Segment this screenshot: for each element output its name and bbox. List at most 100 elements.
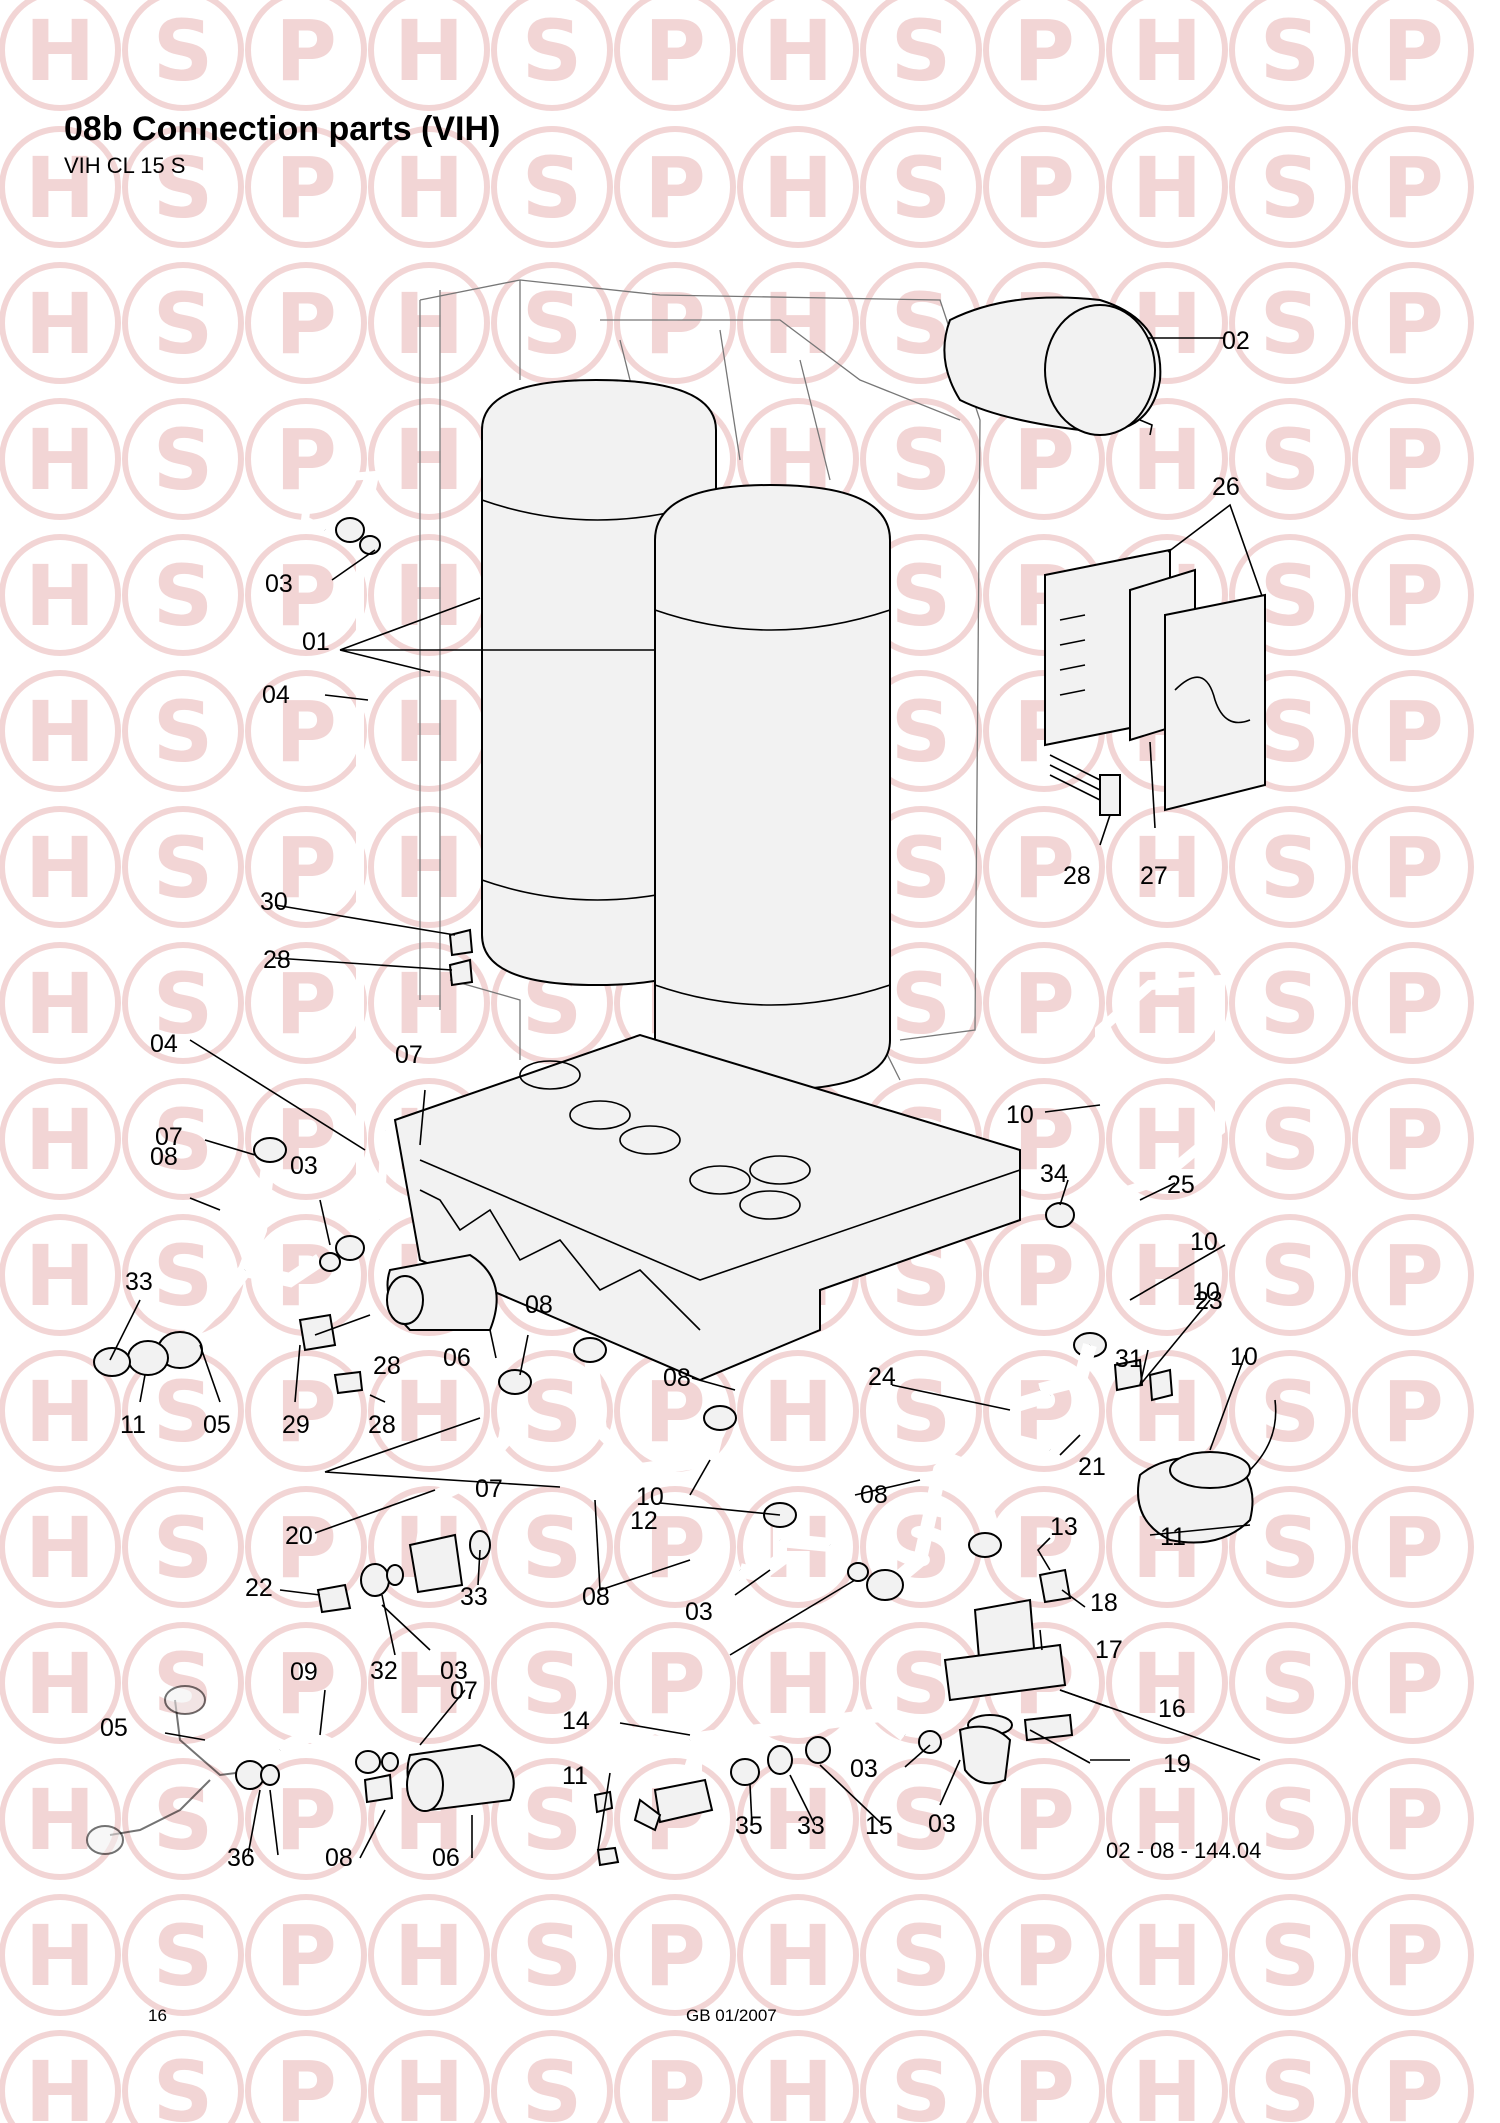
watermark-circle bbox=[122, 126, 244, 248]
watermark-circle bbox=[122, 262, 244, 384]
watermark-letter: H bbox=[1132, 1635, 1202, 1733]
watermark-letter: P bbox=[644, 2, 706, 100]
watermark-letter: H bbox=[25, 411, 95, 509]
watermark-letter: S bbox=[522, 1907, 583, 2005]
watermark-circle bbox=[1352, 126, 1474, 248]
watermark-circle bbox=[0, 126, 121, 248]
callout-label: 03 bbox=[685, 1598, 713, 1626]
watermark-letter: S bbox=[1260, 1363, 1321, 1461]
watermark-letter: H bbox=[1132, 1771, 1202, 1869]
watermark-letter: H bbox=[25, 683, 95, 781]
watermark-circle bbox=[983, 1894, 1105, 2016]
watermark-circle bbox=[1229, 1078, 1351, 1200]
watermark-letter: H bbox=[394, 683, 464, 781]
watermark-letter: P bbox=[1382, 411, 1444, 509]
watermark-circle bbox=[1352, 942, 1474, 1064]
watermark-circle bbox=[122, 670, 244, 792]
callout-label: 10 bbox=[1230, 1343, 1258, 1371]
watermark-letter: S bbox=[891, 819, 952, 917]
callout-label: 31 bbox=[1115, 1345, 1143, 1373]
watermark-circle bbox=[368, 126, 490, 248]
callout-label: 15 bbox=[865, 1812, 893, 1840]
watermark-letter: S bbox=[522, 2, 583, 100]
watermark-circle bbox=[614, 2030, 736, 2123]
middle-connection-parts bbox=[316, 1337, 869, 1614]
watermark-letter: H bbox=[1132, 955, 1202, 1053]
page-title: 08b Connection parts (VIH) bbox=[64, 110, 501, 148]
watermark-letter: H bbox=[763, 1771, 833, 1869]
callout-label: 12 bbox=[630, 1507, 658, 1535]
watermark-circle bbox=[1229, 1214, 1351, 1336]
callout-label: 10 bbox=[1190, 1228, 1218, 1256]
watermark-letter: H bbox=[394, 139, 464, 237]
watermark-circle bbox=[1352, 806, 1474, 928]
watermark-circle bbox=[983, 126, 1105, 248]
watermark-circle bbox=[491, 126, 613, 248]
watermark-letter: H bbox=[1132, 2, 1202, 100]
callout-label: 28 bbox=[373, 1352, 401, 1380]
watermark-letter: P bbox=[275, 1771, 337, 1869]
watermark-circle bbox=[614, 0, 736, 111]
watermark-circle bbox=[860, 1350, 982, 1472]
watermark-circle bbox=[983, 2030, 1105, 2123]
watermark-letter: P bbox=[1382, 1499, 1444, 1597]
watermark-letter: S bbox=[1260, 1907, 1321, 2005]
watermark-circle bbox=[1106, 2030, 1228, 2123]
watermark-letter: H bbox=[394, 547, 464, 645]
watermark-circle bbox=[368, 942, 490, 1064]
watermark-circle bbox=[0, 1622, 121, 1744]
callout-label: 08 bbox=[663, 1364, 691, 1392]
watermark-letter: S bbox=[1260, 547, 1321, 645]
watermark-circle bbox=[1352, 398, 1474, 520]
watermark-letter: H bbox=[25, 1363, 95, 1461]
watermark-circle bbox=[122, 534, 244, 656]
watermark-letter: H bbox=[763, 2, 833, 100]
watermark-letter: S bbox=[153, 683, 214, 781]
callout-label: 11 bbox=[120, 1411, 146, 1439]
watermark-letter: H bbox=[25, 1227, 95, 1325]
watermark-circle bbox=[0, 1214, 121, 1336]
watermark-letter: H bbox=[25, 1907, 95, 2005]
watermark-letter: S bbox=[522, 275, 583, 373]
callout-label: 26 bbox=[1212, 473, 1240, 501]
callout-label: 10 bbox=[1006, 1101, 1034, 1129]
callout-label: 11 bbox=[1160, 1523, 1186, 1551]
watermark-letter: S bbox=[153, 1635, 214, 1733]
watermark-circle bbox=[0, 534, 121, 656]
callout-label: 30 bbox=[260, 888, 288, 916]
return-pipe bbox=[300, 470, 389, 1221]
callout-label: 09 bbox=[290, 1658, 318, 1686]
callout-label: 03 bbox=[265, 570, 293, 598]
watermark-circle bbox=[1352, 262, 1474, 384]
watermark-circle bbox=[1352, 1758, 1474, 1880]
page-number: 16 bbox=[148, 2006, 167, 2025]
watermark-letter: P bbox=[275, 275, 337, 373]
watermark-circle bbox=[614, 126, 736, 248]
watermark-circle bbox=[0, 942, 121, 1064]
watermark-letter: H bbox=[25, 819, 95, 917]
watermark-letter: H bbox=[763, 2043, 833, 2123]
watermark-circle bbox=[983, 1214, 1105, 1336]
callout-label: 06 bbox=[443, 1344, 471, 1372]
watermark-circle bbox=[122, 1078, 244, 1200]
callout-label: 04 bbox=[150, 1030, 178, 1058]
callout-label: 28 bbox=[1063, 862, 1091, 890]
watermark-letter: S bbox=[153, 139, 214, 237]
watermark-circle bbox=[491, 1486, 613, 1608]
watermark-circle bbox=[491, 0, 613, 111]
watermark-circle bbox=[1229, 1894, 1351, 2016]
watermark-circle bbox=[1229, 262, 1351, 384]
watermark-letter: P bbox=[1382, 2, 1444, 100]
edition-date: GB 01/2007 bbox=[686, 2006, 777, 2025]
watermark-letter: P bbox=[1382, 683, 1444, 781]
watermark-letter: H bbox=[394, 275, 464, 373]
watermark-circle bbox=[122, 1622, 244, 1744]
watermark-letter: S bbox=[1260, 2043, 1321, 2123]
callout-label: 08 bbox=[525, 1291, 553, 1319]
watermark-circle bbox=[491, 2030, 613, 2123]
callout-label: 03 bbox=[928, 1810, 956, 1838]
watermark-circle bbox=[983, 942, 1105, 1064]
watermark-letter: S bbox=[891, 139, 952, 237]
watermark-circle bbox=[491, 262, 613, 384]
watermark-circle bbox=[245, 1758, 367, 1880]
